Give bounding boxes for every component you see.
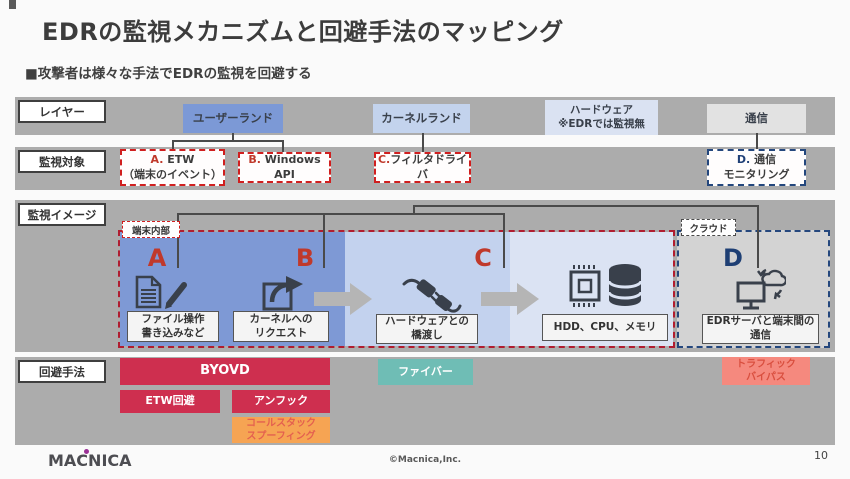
connector-d-horizontal — [413, 205, 759, 207]
target-etw-line2: （端末のイベント） — [123, 167, 222, 181]
evasion-traffic-line2: バイパス — [746, 372, 786, 383]
page-title: EDRの監視メカニズムと回避手法のマッピング — [42, 18, 564, 46]
connector-drop-b — [323, 213, 325, 268]
target-etw: A. ETW （端末のイベント） — [120, 149, 225, 186]
target-winapi-label: Windows API — [260, 152, 321, 181]
caption-kernel-line2: リクエスト — [254, 326, 308, 339]
target-winapi: B. Windows API — [238, 152, 331, 183]
connector-userland-stem — [232, 133, 234, 141]
caption-hw-line1: ハードウェアとの — [385, 315, 469, 328]
row-label-image: 監視イメージ — [18, 203, 106, 226]
target-etw-label: ETW — [163, 152, 195, 166]
target-filter-prefix: C. — [377, 152, 391, 166]
target-comm-line2: モニタリング — [723, 167, 790, 181]
target-filter-driver: C.フィルタドライバ — [374, 152, 471, 183]
evasion-traffic-bypass: トラフィック バイパス — [722, 357, 810, 385]
evasion-callstack-spoofing: コールスタック スプーフィング — [232, 417, 330, 443]
target-winapi-prefix: B. — [248, 152, 261, 166]
cloud-tag: クラウド — [681, 219, 736, 236]
macnica-logo: macnica — [48, 451, 132, 470]
target-comm-line1: D. 通信 — [737, 153, 776, 168]
caption-hdd-cpu-memory: HDD、CPU、メモリ — [542, 314, 668, 341]
corner-tab — [9, 0, 16, 9]
evasion-traffic-line1: トラフィック — [736, 359, 796, 370]
target-winapi-line1: B. Windows API — [240, 153, 329, 183]
connector-drop-a — [177, 213, 179, 268]
target-etw-line1: A. ETW — [151, 153, 195, 168]
connector-drop-d — [757, 205, 759, 268]
row-label-evasion: 回避手法 — [18, 360, 106, 383]
edr-cloud-sync-icon — [736, 268, 786, 310]
layer-hardware-line1: ハードウェア — [570, 103, 633, 116]
evasion-fiber: ファイバー — [378, 359, 473, 385]
layer-hardware-line2: ※EDRでは監視無 — [558, 117, 645, 130]
caption-edr-line1: EDRサーバと端末間の — [706, 315, 815, 328]
caption-hw-bridge: ハードウェアとの 橋渡し — [376, 314, 478, 344]
row-label-layer: レイヤー — [18, 100, 106, 123]
marker-b: B — [295, 244, 315, 272]
marker-c: C — [474, 244, 492, 272]
evasion-callstack-line2: スプーフィング — [246, 431, 316, 442]
connector-userland-split — [172, 140, 284, 142]
layer-hardware: ハードウェア ※EDRでは監視無 — [545, 100, 658, 135]
evasion-etw-bypass: ETW回避 — [120, 390, 220, 413]
target-etw-prefix: A. — [150, 152, 164, 166]
target-filter-line1: C.フィルタドライバ — [376, 153, 469, 183]
connector-to-etw — [172, 140, 174, 150]
caption-kernel-line1: カーネルへの — [249, 312, 313, 325]
caption-hw-line2: 橋渡し — [411, 329, 443, 341]
evasion-unhook: アンフック — [232, 390, 330, 413]
target-filter-label: フィルタドライバ — [390, 152, 468, 181]
caption-edr-line2: 通信 — [750, 329, 771, 341]
target-comm-prefix: D. — [736, 152, 751, 166]
evasion-callstack-line1: コールスタック — [246, 418, 316, 429]
connector-d-jog — [413, 205, 415, 215]
connector-kernel-to-filter — [422, 133, 424, 153]
layer-network: 通信 — [707, 104, 806, 133]
flow-arrow-icon — [481, 283, 539, 315]
target-comm-monitoring: D. 通信 モニタリング — [707, 149, 806, 186]
page-number: 10 — [814, 449, 828, 462]
logo-dot-icon — [84, 449, 89, 454]
layer-kernelland: カーネルランド — [373, 104, 470, 133]
connector-network-to-monitoring — [756, 133, 758, 150]
layer-userland: ユーザーランド — [183, 104, 283, 133]
cpu-storage-icon — [569, 264, 643, 307]
caption-file-line1: ファイル操作 — [141, 312, 205, 325]
page-subtitle: ■攻撃者は様々な手法でEDRの監視を回避する — [25, 66, 312, 82]
caption-file-ops: ファイル操作 書き込みなど — [127, 311, 219, 342]
file-write-icon — [135, 275, 187, 309]
terminal-tag: 端末内部 — [122, 221, 180, 238]
flow-arrow-icon — [314, 283, 372, 315]
evasion-byovd: BYOVD — [120, 358, 330, 385]
caption-edr-comm: EDRサーバと端末間の 通信 — [702, 314, 819, 344]
marker-a: A — [147, 244, 167, 272]
connector-abc-horizontal — [177, 213, 505, 215]
connector-to-winapi — [282, 140, 284, 153]
caption-file-line2: 書き込みなど — [141, 326, 205, 339]
plug-icon — [402, 278, 462, 313]
marker-d: D — [723, 244, 743, 272]
caption-kernel-request: カーネルへの リクエスト — [233, 311, 329, 342]
connector-drop-c — [503, 213, 505, 268]
copyright: ©Macnica,Inc. — [388, 455, 462, 465]
row-label-target: 監視対象 — [18, 150, 106, 173]
target-comm-label: 通信 — [750, 152, 777, 166]
kernel-request-icon — [262, 276, 303, 311]
